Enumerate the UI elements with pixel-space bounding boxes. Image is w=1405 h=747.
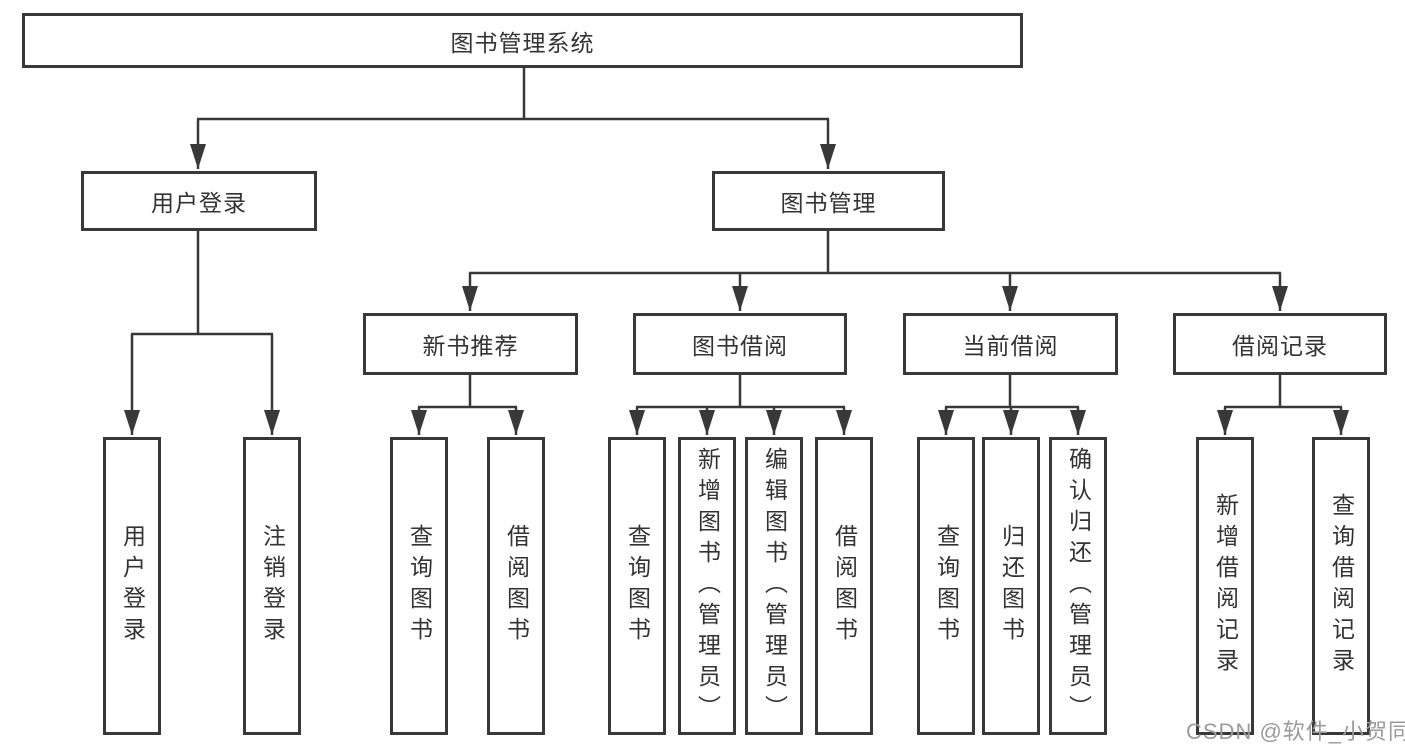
leaf-add-book-admin: 新增图书（管理员） <box>678 437 736 735</box>
node-borrowing-records: 借阅记录 <box>1173 313 1387 375</box>
node-user-login: 用户登录 <box>81 171 317 231</box>
leaf-user-login: 用户登录 <box>103 437 161 735</box>
leaf-query-books-current: 查询图书 <box>917 437 975 735</box>
node-library-management-system: 图书管理系统 <box>22 13 1023 68</box>
node-current-borrowing: 当前借阅 <box>903 313 1118 375</box>
node-book-borrowing: 图书借阅 <box>633 313 847 375</box>
connector-segments <box>131 68 1342 409</box>
node-new-book-recommendation: 新书推荐 <box>363 313 578 375</box>
leaf-edit-book-admin: 编辑图书（管理员） <box>745 437 803 735</box>
leaf-return-book: 归还图书 <box>982 437 1040 735</box>
leaf-query-borrow-record: 查询借阅记录 <box>1312 437 1370 735</box>
leaf-query-books-borrow: 查询图书 <box>608 437 666 735</box>
leaf-borrow-books-recommend: 借阅图书 <box>487 437 545 735</box>
csdn-watermark: CSDN @软件_小贺同学 <box>1186 719 1405 744</box>
leaf-borrow-books: 借阅图书 <box>815 437 873 735</box>
leaf-query-books-recommend: 查询图书 <box>390 437 448 735</box>
node-book-management: 图书管理 <box>712 171 945 231</box>
leaf-logout: 注销登录 <box>243 437 301 735</box>
leaf-add-borrow-record: 新增借阅记录 <box>1196 437 1254 735</box>
leaf-confirm-return-admin: 确认归还（管理员） <box>1049 437 1107 735</box>
connector-arrows <box>124 119 1349 435</box>
